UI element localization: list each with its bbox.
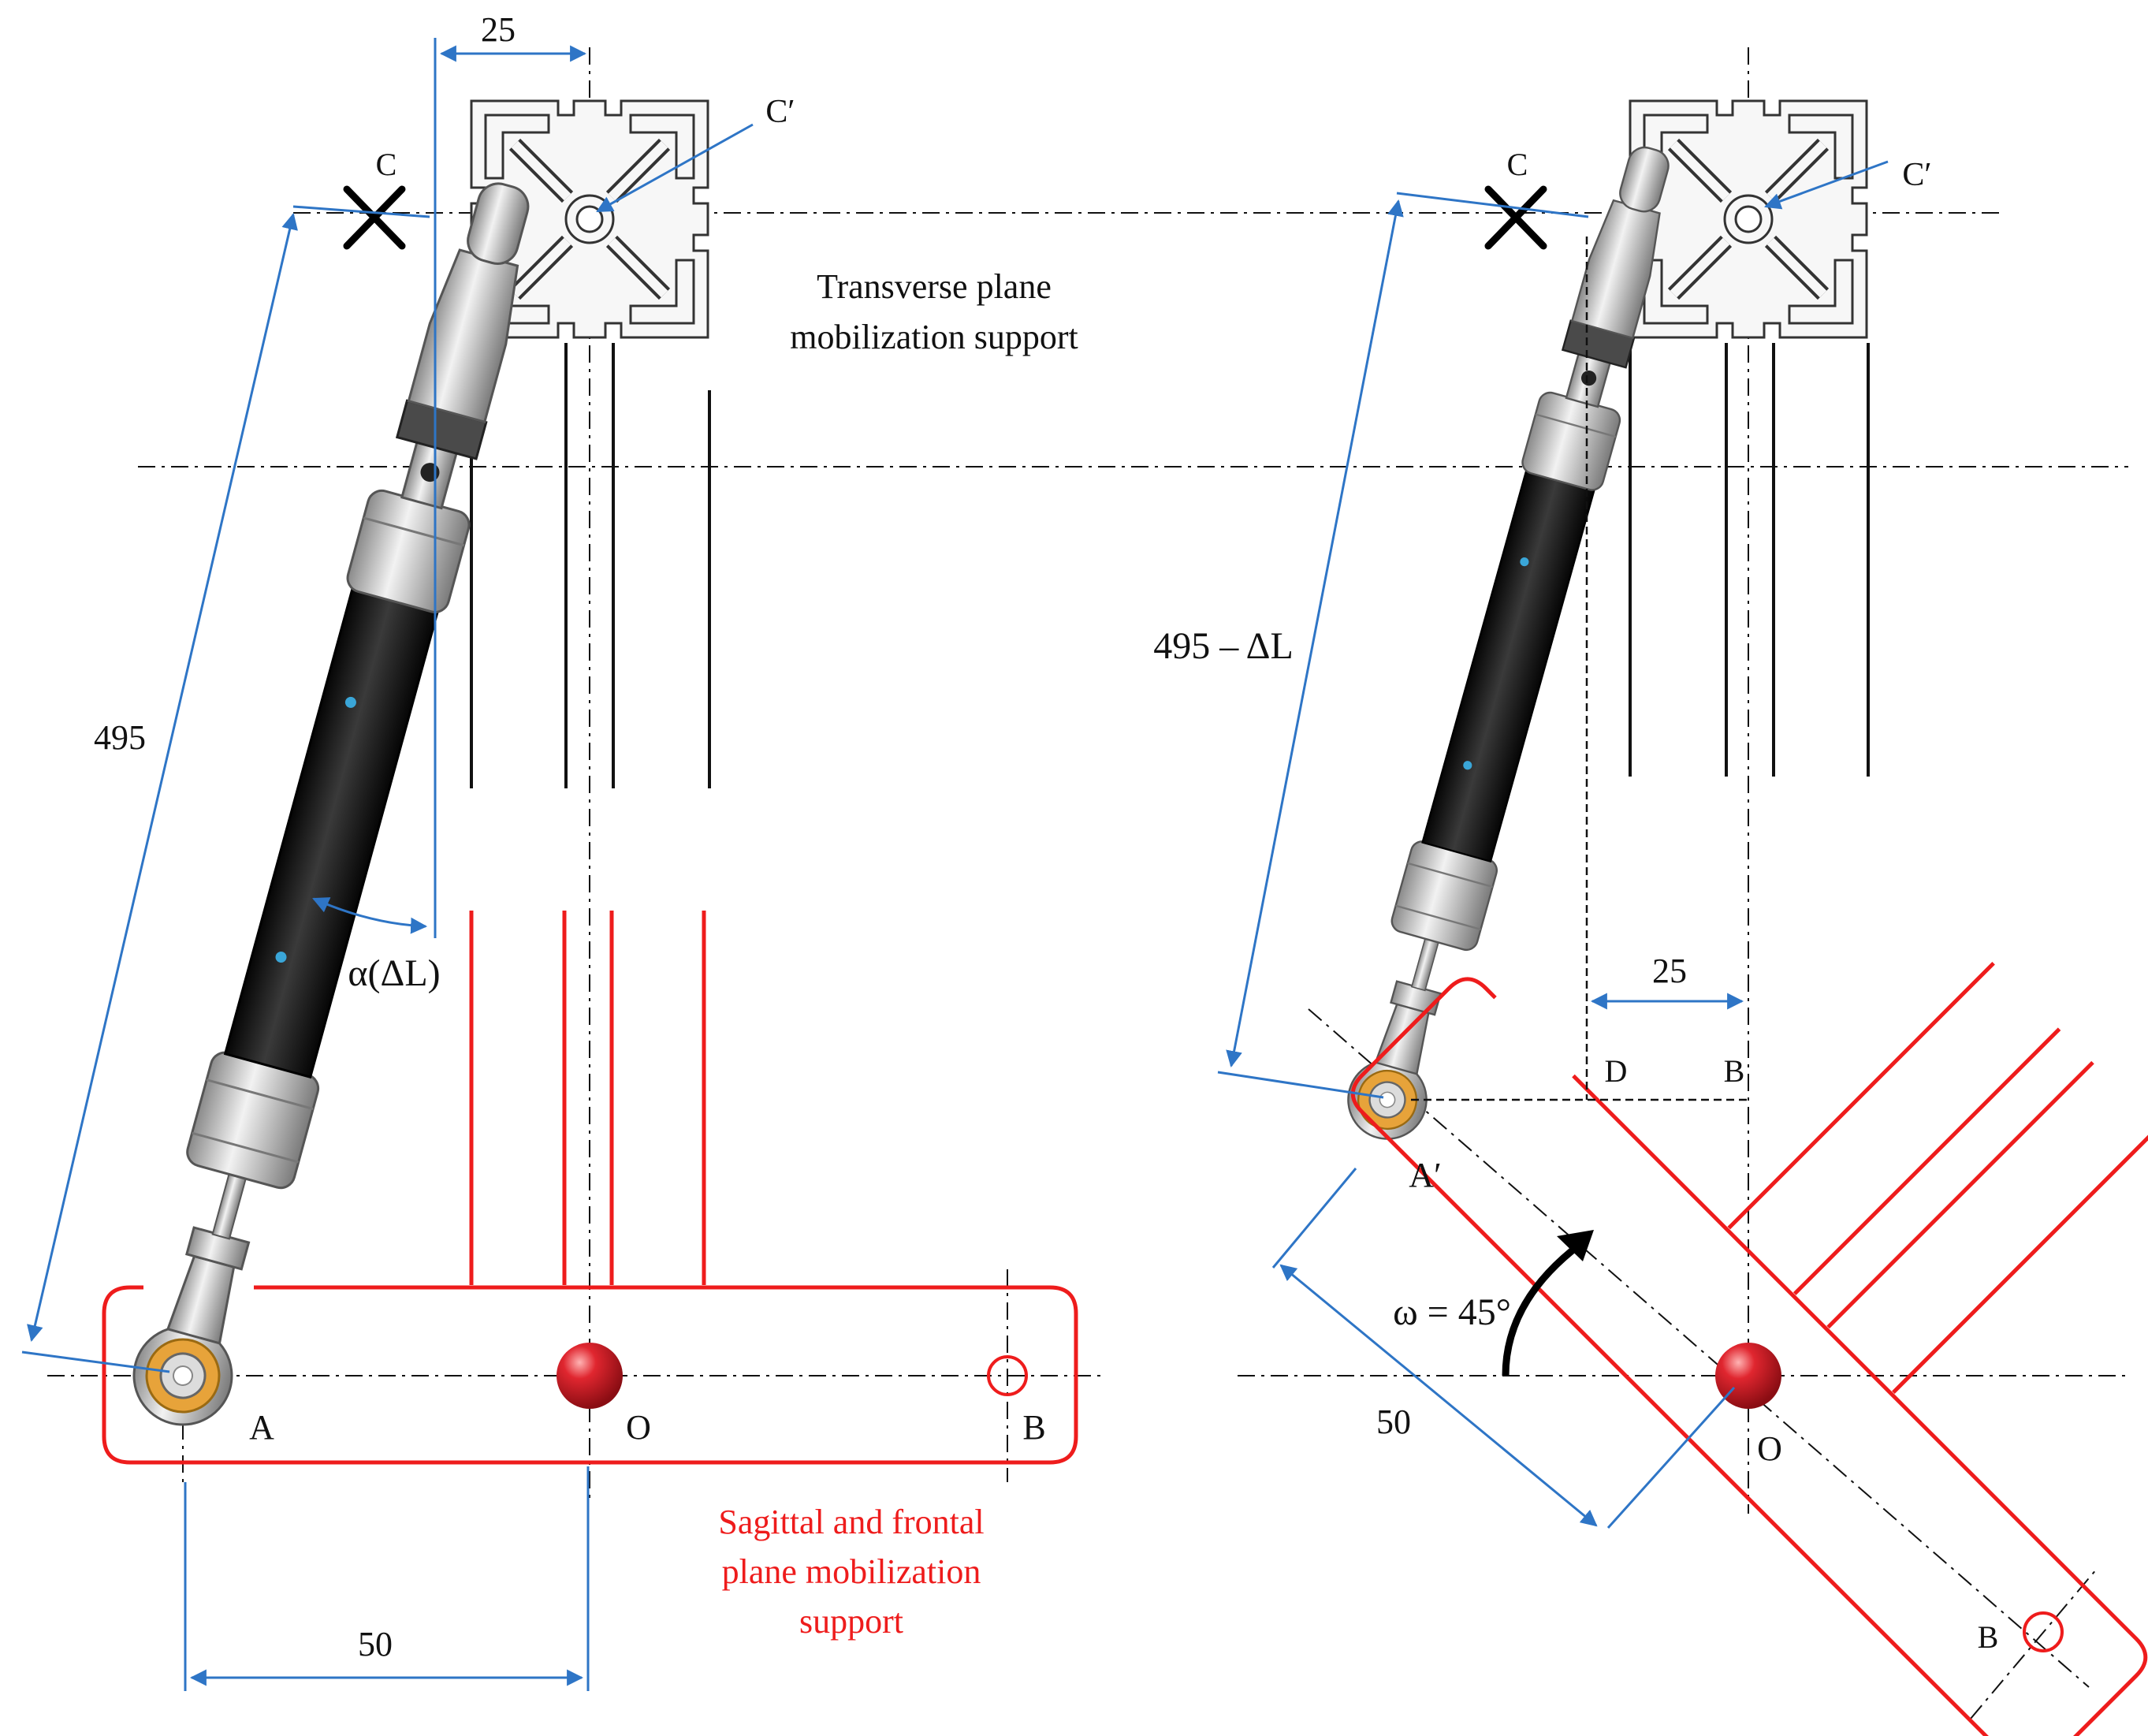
point-b-right-label: B xyxy=(1978,1619,1999,1655)
actuator-right xyxy=(1333,136,1696,1151)
omega-label: ω = 45° xyxy=(1393,1291,1511,1333)
point-o-left-label: O xyxy=(626,1408,651,1447)
left-configuration: 25 C C′ Transverse plane mobilization su… xyxy=(21,10,2128,1691)
dim-50-right-label: 50 xyxy=(1376,1403,1411,1441)
alpha-label: α(ΔL) xyxy=(348,952,440,994)
dim-50-right-extension-a xyxy=(1271,1168,1357,1268)
transverse-label-line2: mobilization support xyxy=(790,318,1078,356)
point-b-left-label: B xyxy=(1022,1408,1045,1447)
x-mark-icon xyxy=(1484,185,1547,250)
point-d-label: D xyxy=(1605,1053,1628,1089)
dim-495-right-label: 495 – ΔL xyxy=(1153,625,1294,667)
point-a-prime-label: A′ xyxy=(1409,1156,1441,1194)
c-prime-right-pointer xyxy=(1764,160,1889,210)
dim-495-right-top-extension xyxy=(1396,192,1589,218)
point-b-circle-right xyxy=(2023,1611,2064,1652)
sagittal-label-line2: plane mobilization xyxy=(722,1552,981,1591)
dim-50-right-arrow xyxy=(1279,1264,1598,1527)
point-o-right-label: O xyxy=(1757,1429,1782,1468)
point-c-prime-left-label: C′ xyxy=(765,94,795,130)
c-prime-left-pointer xyxy=(596,123,754,213)
dim-495-right-arrow xyxy=(1226,199,1404,1068)
dim-495-left-arrow xyxy=(27,212,298,1343)
dim-25-right-label: 25 xyxy=(1652,952,1687,990)
x-mark-icon xyxy=(343,185,406,250)
dim-495-left-top-extension xyxy=(292,205,430,218)
point-c-right-label: C xyxy=(1507,147,1528,182)
curved-arrow-icon xyxy=(1502,1241,1583,1377)
right-diagonal-axis xyxy=(1308,1008,2090,1688)
right-configuration: C C′ 495 – ΔL 25 D B A′ ω = 45° 50 O B xyxy=(1153,47,2148,1736)
point-b-circle-left xyxy=(987,1355,1028,1396)
dim-50-right-extension-o xyxy=(1606,1386,1736,1529)
profile-rails-right xyxy=(1629,343,1870,777)
curved-arrow-head xyxy=(1557,1230,1594,1261)
actuator-left xyxy=(115,170,563,1439)
dim-50-left-label: 50 xyxy=(358,1625,393,1663)
dim-25-left-label: 25 xyxy=(481,10,516,49)
pivot-ball-left xyxy=(557,1343,623,1409)
pivot-ball-right xyxy=(1715,1343,1781,1409)
point-a-label: A xyxy=(249,1408,274,1447)
transverse-label-line1: Transverse plane xyxy=(817,267,1052,306)
point-c-prime-right-label: C′ xyxy=(1902,157,1931,193)
point-c-left-label: C xyxy=(376,147,397,182)
dim-495-left-bottom-extension xyxy=(21,1350,170,1373)
sagittal-support-right xyxy=(1350,961,2148,1736)
dim-495-left-label: 495 xyxy=(94,718,146,757)
dim-495-right-bottom-extension xyxy=(1217,1071,1384,1099)
sagittal-label-line1: Sagittal and frontal xyxy=(718,1503,984,1541)
alpha-angle-arc xyxy=(312,897,428,934)
sagittal-label-line3: support xyxy=(799,1602,903,1641)
aluminium-profile-right xyxy=(1630,101,1867,337)
point-b-mid-label: B xyxy=(1724,1053,1745,1089)
